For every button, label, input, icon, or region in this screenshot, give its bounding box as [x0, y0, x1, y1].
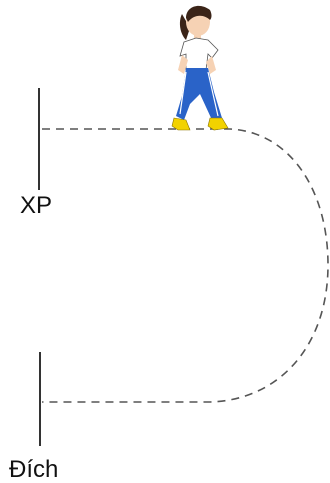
dashed-track	[42, 128, 329, 403]
start-label: XP	[20, 192, 53, 219]
girl-walking-icon	[171, 5, 229, 131]
finish-label: Đích	[9, 456, 59, 483]
